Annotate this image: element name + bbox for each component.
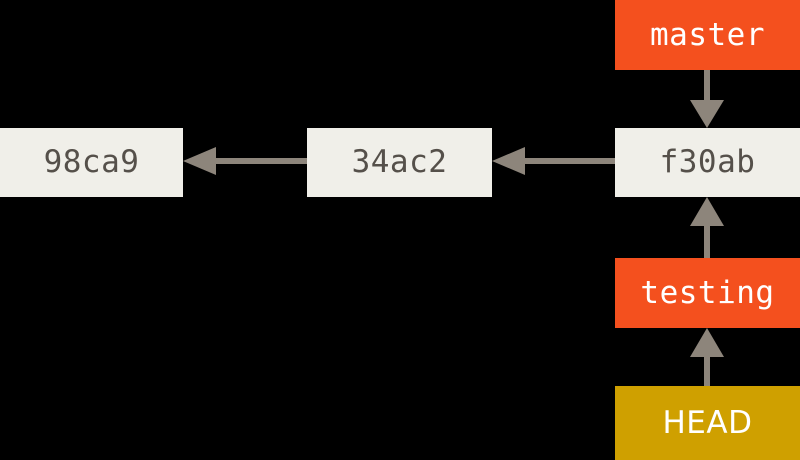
commit-label-34ac2: 34ac2 bbox=[351, 144, 448, 180]
arrow-f30ab-to-34ac2 bbox=[492, 147, 615, 175]
head-pointer-node: HEAD bbox=[615, 386, 800, 460]
branch-label-testing: testing bbox=[640, 274, 775, 311]
branch-node-master: master bbox=[615, 0, 800, 70]
head-pointer-label: HEAD bbox=[662, 404, 753, 441]
arrow-testing-to-f30ab bbox=[690, 197, 724, 258]
branch-label-master: master bbox=[650, 16, 765, 53]
arrow-master-to-f30ab bbox=[690, 70, 724, 128]
commit-node-98ca9: 98ca9 bbox=[0, 128, 183, 197]
commit-label-98ca9: 98ca9 bbox=[43, 144, 140, 180]
commit-label-f30ab: f30ab bbox=[659, 144, 756, 180]
arrow-head-to-testing bbox=[690, 328, 724, 386]
commit-node-f30ab: f30ab bbox=[615, 128, 800, 197]
commit-node-34ac2: 34ac2 bbox=[307, 128, 492, 197]
branch-node-testing: testing bbox=[615, 258, 800, 328]
arrow-34ac2-to-98ca9 bbox=[183, 147, 307, 175]
